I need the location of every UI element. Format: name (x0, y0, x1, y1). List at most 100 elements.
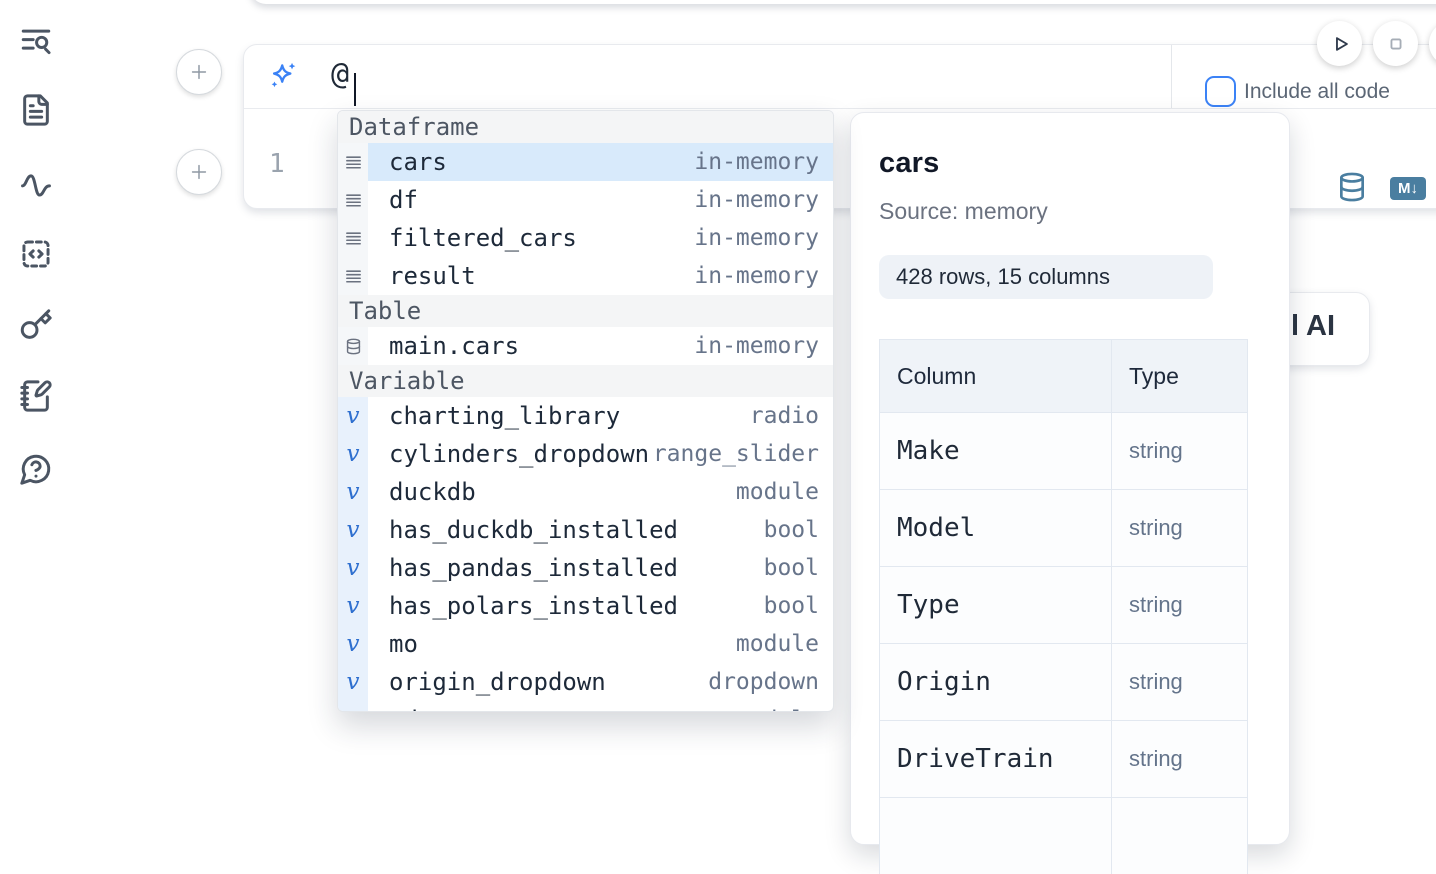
autocomplete-item[interactable]: v has_duckdb_installed bool (338, 511, 833, 549)
autocomplete-item-name: duckdb (389, 478, 476, 506)
variable-icon: v (338, 511, 368, 549)
schema-table-row-clipped (879, 797, 1248, 874)
autocomplete-item-name: has_duckdb_installed (389, 516, 678, 544)
dataframe-preview-panel: cars Source: memory 428 rows, 15 columns… (850, 112, 1290, 874)
schema-column-type: string (1111, 720, 1248, 798)
dataframe-shape-badge: 428 rows, 15 columns (879, 255, 1213, 299)
dataframe-rows-icon (338, 143, 368, 181)
activity-icon[interactable] (19, 166, 53, 200)
code-snippets-icon[interactable] (19, 237, 53, 271)
include-all-code-checkbox[interactable] (1205, 76, 1236, 107)
variable-icon: v (338, 473, 368, 511)
dataframe-title: cars (879, 147, 940, 179)
schema-table-header-type: Type (1111, 339, 1248, 413)
autocomplete-section-header: Table (338, 295, 833, 327)
notebook-pen-icon[interactable] (19, 379, 53, 413)
variable-icon: v (338, 701, 368, 711)
ai-prompt-input[interactable]: @ Include all code (244, 45, 1436, 109)
autocomplete-item-type: in-memory (694, 225, 819, 251)
autocomplete-item[interactable]: v charting_library radio (338, 397, 833, 435)
autocomplete-item-name: mo (389, 630, 418, 658)
markdown-icon[interactable]: M↓ (1390, 177, 1426, 200)
autocomplete-item-name: has_pandas_installed (389, 554, 678, 582)
table-icon (338, 327, 368, 365)
autocomplete-item-name: main.cars (389, 332, 520, 360)
autocomplete-item-type: in-memory (694, 263, 819, 289)
autocomplete-item-type: range_slider (652, 441, 819, 467)
autocomplete-section-header: Variable (338, 365, 833, 397)
list-search-icon[interactable] (19, 24, 53, 58)
autocomplete-item-name: cylinders_dropdown (389, 440, 650, 468)
autocomplete-item-type: in-memory (694, 149, 819, 175)
line-number: 1 (269, 149, 285, 179)
extra-action-button[interactable] (1429, 21, 1436, 66)
help-circle-icon[interactable] (19, 452, 53, 486)
key-icon[interactable] (19, 308, 53, 342)
variable-icon: v (338, 549, 368, 587)
variable-icon: v (338, 435, 368, 473)
autocomplete-item[interactable]: vpdmodule (338, 701, 833, 711)
autocomplete-item-type: in-memory (694, 333, 819, 359)
autocomplete-item-name: charting_library (389, 402, 621, 430)
previous-cell-edge (250, 0, 1436, 4)
dataframe-source: Source: memory (879, 198, 1048, 224)
autocomplete-item-type: radio (749, 403, 819, 429)
schema-column-type: string (1111, 643, 1248, 721)
variable-icon: v (338, 625, 368, 663)
autocomplete-item-name: df (389, 186, 418, 214)
text-caret (354, 73, 356, 106)
variable-icon: v (338, 397, 368, 435)
schema-column-type: string (1111, 566, 1248, 644)
autocomplete-item[interactable]: cars in-memory (338, 143, 833, 181)
autocomplete-item-type: bool (763, 593, 819, 619)
schema-table-header-column: Column (879, 339, 1112, 413)
schema-column-type: string (1111, 412, 1248, 490)
schema-column-name: Type (879, 566, 1112, 644)
ai-prompt-text: @ (331, 57, 350, 92)
autocomplete-item-name: result (389, 262, 476, 290)
autocomplete-item-type: module (736, 707, 819, 711)
autocomplete-item[interactable]: filtered_cars in-memory (338, 219, 833, 257)
add-cell-above-button[interactable] (176, 49, 222, 95)
autocomplete-item[interactable]: v has_pandas_installed bool (338, 549, 833, 587)
autocomplete-item-type: dropdown (708, 669, 819, 695)
autocomplete-item-type: bool (763, 517, 819, 543)
include-all-code-label: Include all code (1244, 80, 1390, 103)
dataframe-rows-icon (338, 257, 368, 295)
autocomplete-item-name: cars (389, 148, 447, 176)
autocomplete-item[interactable]: df in-memory (338, 181, 833, 219)
autocomplete-item-type: bool (763, 555, 819, 581)
divider (1171, 45, 1172, 108)
add-cell-below-button[interactable] (176, 149, 222, 195)
schema-column-name: Make (879, 412, 1112, 490)
schema-column-name: Model (879, 489, 1112, 567)
schema-column-name: DriveTrain (879, 720, 1112, 798)
variable-icon: v (338, 663, 368, 701)
database-icon[interactable] (1336, 171, 1368, 203)
file-text-icon[interactable] (19, 93, 53, 127)
run-cell-button[interactable] (1317, 21, 1362, 66)
autocomplete-section-header: Dataframe (338, 111, 833, 143)
autocomplete-item-type: in-memory (694, 187, 819, 213)
left-sidebar (0, 0, 72, 874)
autocomplete-item-type: module (735, 631, 819, 657)
autocomplete-item-name: has_polars_installed (389, 592, 678, 620)
stop-button[interactable] (1373, 21, 1418, 66)
autocomplete-item[interactable]: result in-memory (338, 257, 833, 295)
code-editor-area[interactable]: 1 M↓ (244, 109, 1436, 207)
autocomplete-item[interactable]: main.cars in-memory (338, 327, 833, 365)
schema-column-name: Origin (879, 643, 1112, 721)
autocomplete-item-name: filtered_cars (389, 224, 577, 252)
